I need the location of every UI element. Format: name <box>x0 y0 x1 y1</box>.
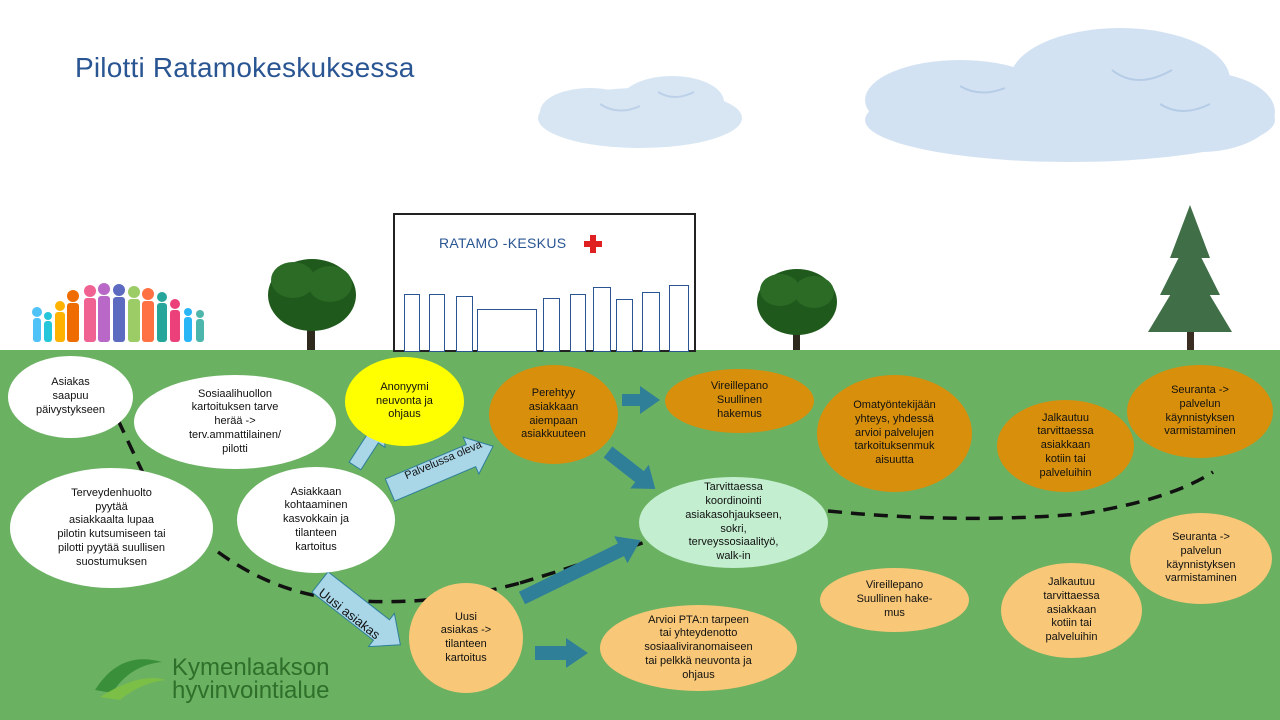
building-window <box>404 294 420 352</box>
tree-icon <box>757 269 837 350</box>
node-uusi-asiakas: Uusi asiakas -> tilanteen kartoitus <box>409 583 523 693</box>
arrow-uusi-asiakas <box>311 571 401 648</box>
node-omatyontekija: Omatyöntekijään yhteys, yhdessä arvioi p… <box>817 375 972 492</box>
cloud-large-icon <box>865 28 1275 162</box>
building-window <box>593 287 611 352</box>
building-window <box>616 299 633 352</box>
spruce-tree-icon <box>1148 205 1232 350</box>
tree-icon <box>268 259 356 350</box>
building-name: RATAMO -KESKUS <box>439 235 567 251</box>
building-window <box>543 298 560 352</box>
node-perehtyy: Perehtyy asiakkaan aiempaan asiakkuuteen <box>489 365 618 464</box>
node-asiakas-saapuu: Asiakas saapuu päivystykseen <box>8 356 133 438</box>
building-window <box>570 294 586 352</box>
node-seuranta-2: Seuranta -> palvelun käynnistyksen varmi… <box>1130 513 1272 604</box>
cloud-small-icon <box>538 76 742 148</box>
arrow-to-arvioi <box>535 638 588 668</box>
node-koordinointi: Tarvittaessa koordinointi asiakasohjauks… <box>639 477 828 568</box>
building-window <box>642 292 660 352</box>
node-jalkautuu-2: Jalkautuu tarvittaessa asiakkaan kotiin … <box>1001 563 1142 658</box>
node-jalkautuu-1: Jalkautuu tarvittaessa asiakkaan kotiin … <box>997 400 1134 492</box>
node-sosiaalihuollon-tarve: Sosiaalihuollon kartoituksen tarve herää… <box>134 375 336 469</box>
node-vireillepano-1: Vireillepano Suullinen hakemus <box>665 369 814 433</box>
building-window <box>669 285 689 352</box>
dashed-path <box>827 470 1214 521</box>
arrow-uusi-to-koordinointi <box>518 536 641 605</box>
building-window <box>456 296 473 352</box>
logo-line-1: Kymenlaakson <box>172 654 330 681</box>
people-group-icon <box>32 283 204 342</box>
red-cross-icon <box>584 235 602 253</box>
page-title: Pilotti Ratamokeskuksessa <box>75 52 415 83</box>
arrow-palvelussa-oleva <box>384 436 494 502</box>
node-terveydenhuolto: Terveydenhuolto pyytää asiakkaalta lupaa… <box>10 468 213 588</box>
building-window <box>429 294 445 352</box>
logo: Kymenlaakson hyvinvointialue <box>172 654 330 704</box>
node-arvioi: Arvioi PTA:n tarpeen tai yhteydenotto so… <box>600 605 797 691</box>
node-seuranta-1: Seuranta -> palvelun käynnistyksen varmi… <box>1127 365 1273 458</box>
arrow-to-koordinointi <box>603 446 656 489</box>
logo-line-2: hyvinvointialue <box>172 677 330 704</box>
building-door <box>477 309 537 352</box>
ratamo-building: RATAMO -KESKUS <box>393 213 696 352</box>
node-anonyymi-neuvonta: Anonyymi neuvonta ja ohjaus <box>345 357 464 446</box>
logo-icon <box>95 659 166 700</box>
node-vireillepano-2: Vireillepano Suullinen hake- mus <box>820 568 969 632</box>
arrow-to-vireillepano <box>622 386 660 414</box>
node-kohtaaminen: Asiakkaan kohtaaminen kasvokkain ja tila… <box>237 467 395 573</box>
